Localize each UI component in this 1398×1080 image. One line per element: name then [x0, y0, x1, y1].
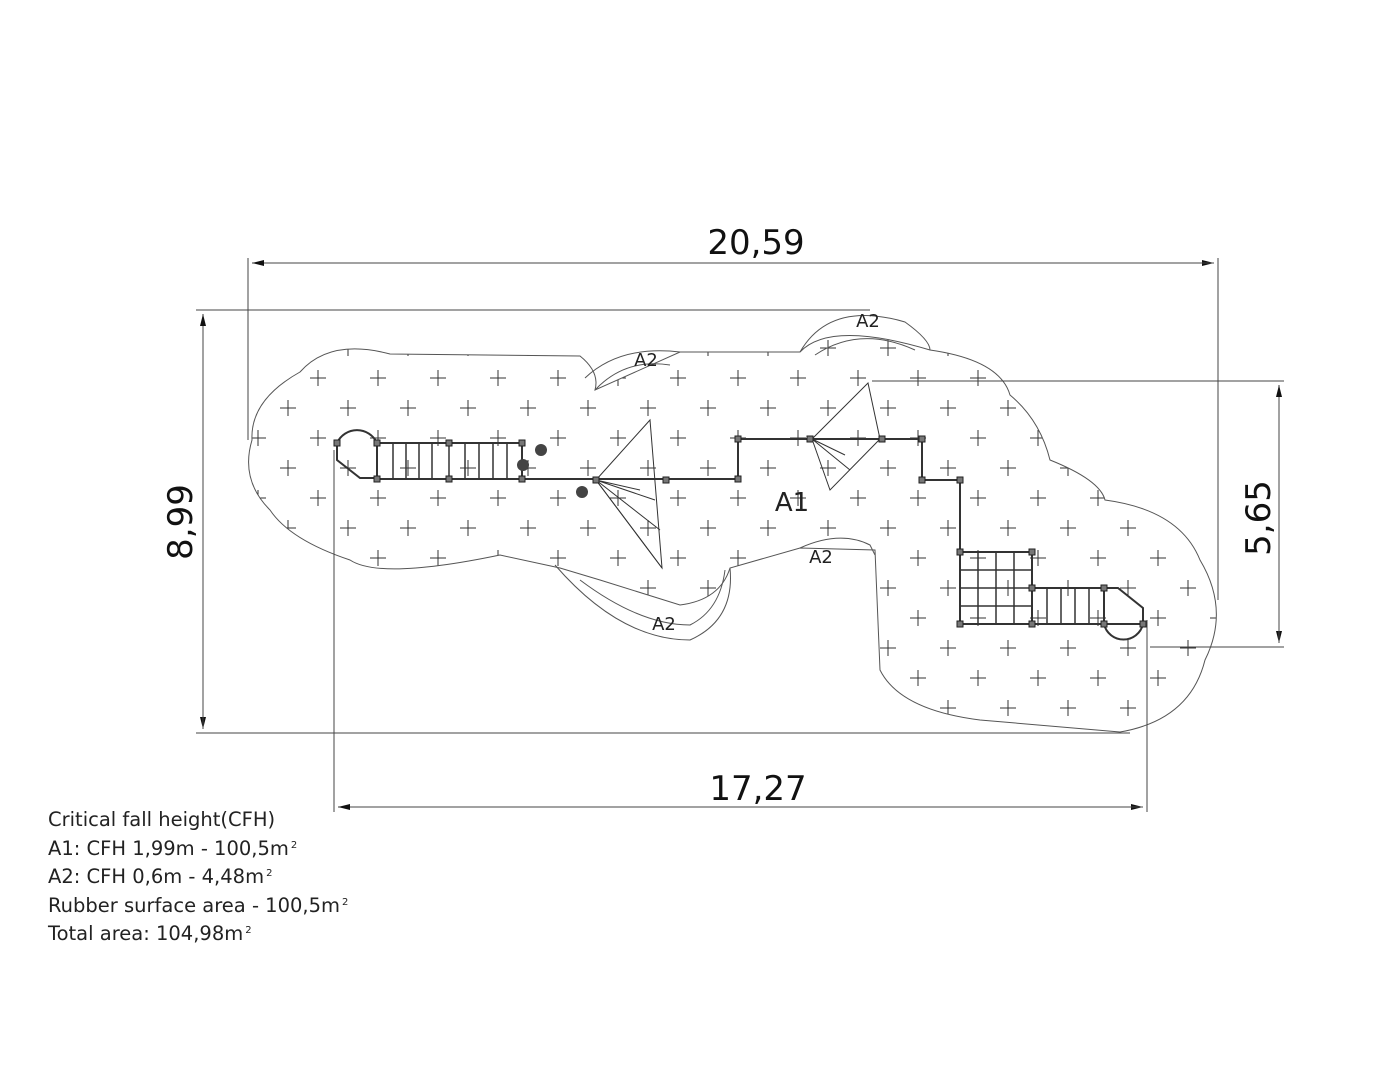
- equipment-height-label: 5,65: [1239, 480, 1279, 556]
- play-equipment: [336, 381, 1144, 641]
- zone-a2-label: A2: [856, 311, 880, 332]
- ball-markers: [517, 444, 588, 498]
- equipment-width-label: 17,27: [709, 769, 806, 809]
- zone-a2-label: A2: [809, 547, 833, 568]
- safety-zone-a2: [554, 315, 931, 641]
- zone-a2-label: A2: [652, 614, 676, 635]
- zone-a1-label: A1: [775, 488, 809, 518]
- cfh-legend: Critical fall height(CFH) A1: CFH 1,99m …: [48, 806, 348, 949]
- dimension-lines: [196, 258, 1284, 812]
- overall-width-label: 20,59: [707, 223, 804, 263]
- overall-height-label: 8,99: [161, 484, 201, 560]
- zone-a2-label: A2: [634, 350, 658, 371]
- safety-zone-a1: [248, 335, 1217, 733]
- legend-title: Critical fall height(CFH): [48, 808, 276, 831]
- post-markers: [333, 435, 1147, 628]
